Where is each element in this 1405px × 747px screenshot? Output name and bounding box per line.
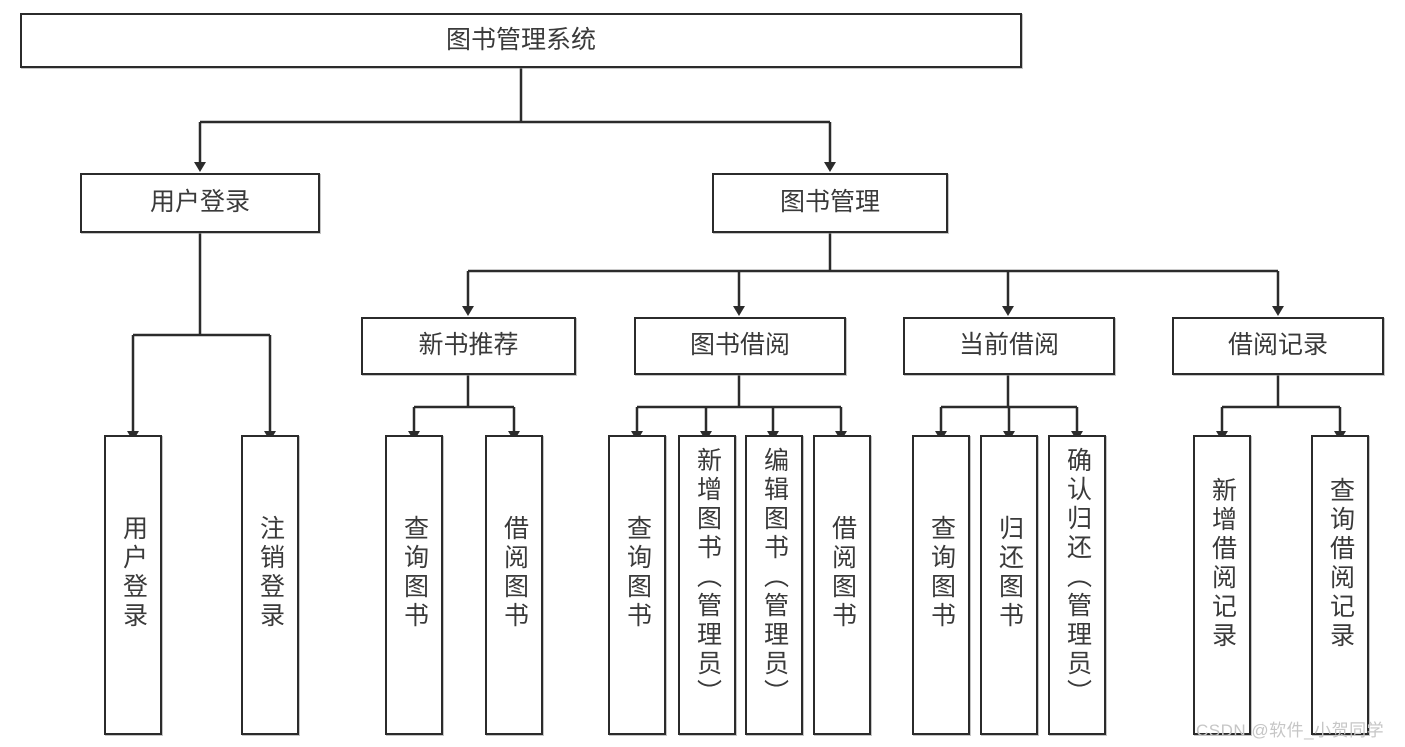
node-label: 查询图书: [623, 515, 652, 631]
leaf-current-borrow-query-book[interactable]: 查询图书: [912, 435, 970, 735]
leaf-current-borrow-return-book[interactable]: 归还图书: [980, 435, 1038, 735]
node-label: 图书管理系统: [445, 25, 596, 54]
leaf-book-borrow-edit-book-admin[interactable]: 编辑图书（管理员）: [745, 435, 803, 735]
node-new-book-recommend[interactable]: 新书推荐: [361, 317, 576, 375]
node-label: 查询借阅记录: [1326, 477, 1355, 651]
node-root-book-management-system[interactable]: 图书管理系统: [20, 13, 1022, 68]
node-book-borrow[interactable]: 图书借阅: [634, 317, 846, 375]
leaf-current-borrow-confirm-return-admin[interactable]: 确认归还（管理员）: [1048, 435, 1106, 735]
node-label: 图书管理: [779, 188, 880, 217]
node-label: 注销登录: [256, 515, 285, 631]
leaf-user-login-login[interactable]: 用户登录: [104, 435, 162, 735]
node-label: 用户登录: [149, 188, 250, 217]
leaf-book-borrow-add-book-admin[interactable]: 新增图书（管理员）: [678, 435, 736, 735]
node-label: 查询图书: [927, 515, 956, 631]
leaf-new-book-borrow-book[interactable]: 借阅图书: [485, 435, 543, 735]
node-label: 当前借阅: [958, 331, 1059, 360]
node-label: 借阅图书: [500, 515, 529, 631]
node-current-borrow[interactable]: 当前借阅: [903, 317, 1115, 375]
node-label: 编辑图书（管理员）: [760, 447, 789, 708]
node-book-management[interactable]: 图书管理: [712, 173, 948, 233]
node-user-login[interactable]: 用户登录: [80, 173, 320, 233]
leaf-borrow-record-add-record[interactable]: 新增借阅记录: [1193, 435, 1251, 735]
node-label: 查询图书: [400, 515, 429, 631]
node-label: 借阅图书: [828, 515, 857, 631]
node-label: 图书借阅: [689, 331, 790, 360]
node-label: 用户登录: [119, 515, 148, 631]
leaf-book-borrow-query-book[interactable]: 查询图书: [608, 435, 666, 735]
leaf-book-borrow-borrow-book[interactable]: 借阅图书: [813, 435, 871, 735]
leaf-new-book-query-book[interactable]: 查询图书: [385, 435, 443, 735]
node-label: 借阅记录: [1227, 331, 1328, 360]
node-borrow-record[interactable]: 借阅记录: [1172, 317, 1384, 375]
csdn-watermark: CSDN @软件_小贺同学: [1196, 721, 1385, 740]
leaf-user-login-logout[interactable]: 注销登录: [241, 435, 299, 735]
node-label: 归还图书: [995, 515, 1024, 631]
node-label: 确认归还（管理员）: [1063, 447, 1092, 708]
node-label: 新书推荐: [418, 331, 519, 360]
node-label: 新增图书（管理员）: [693, 447, 722, 708]
leaf-borrow-record-query-record[interactable]: 查询借阅记录: [1311, 435, 1369, 735]
node-label: 新增借阅记录: [1208, 477, 1237, 651]
